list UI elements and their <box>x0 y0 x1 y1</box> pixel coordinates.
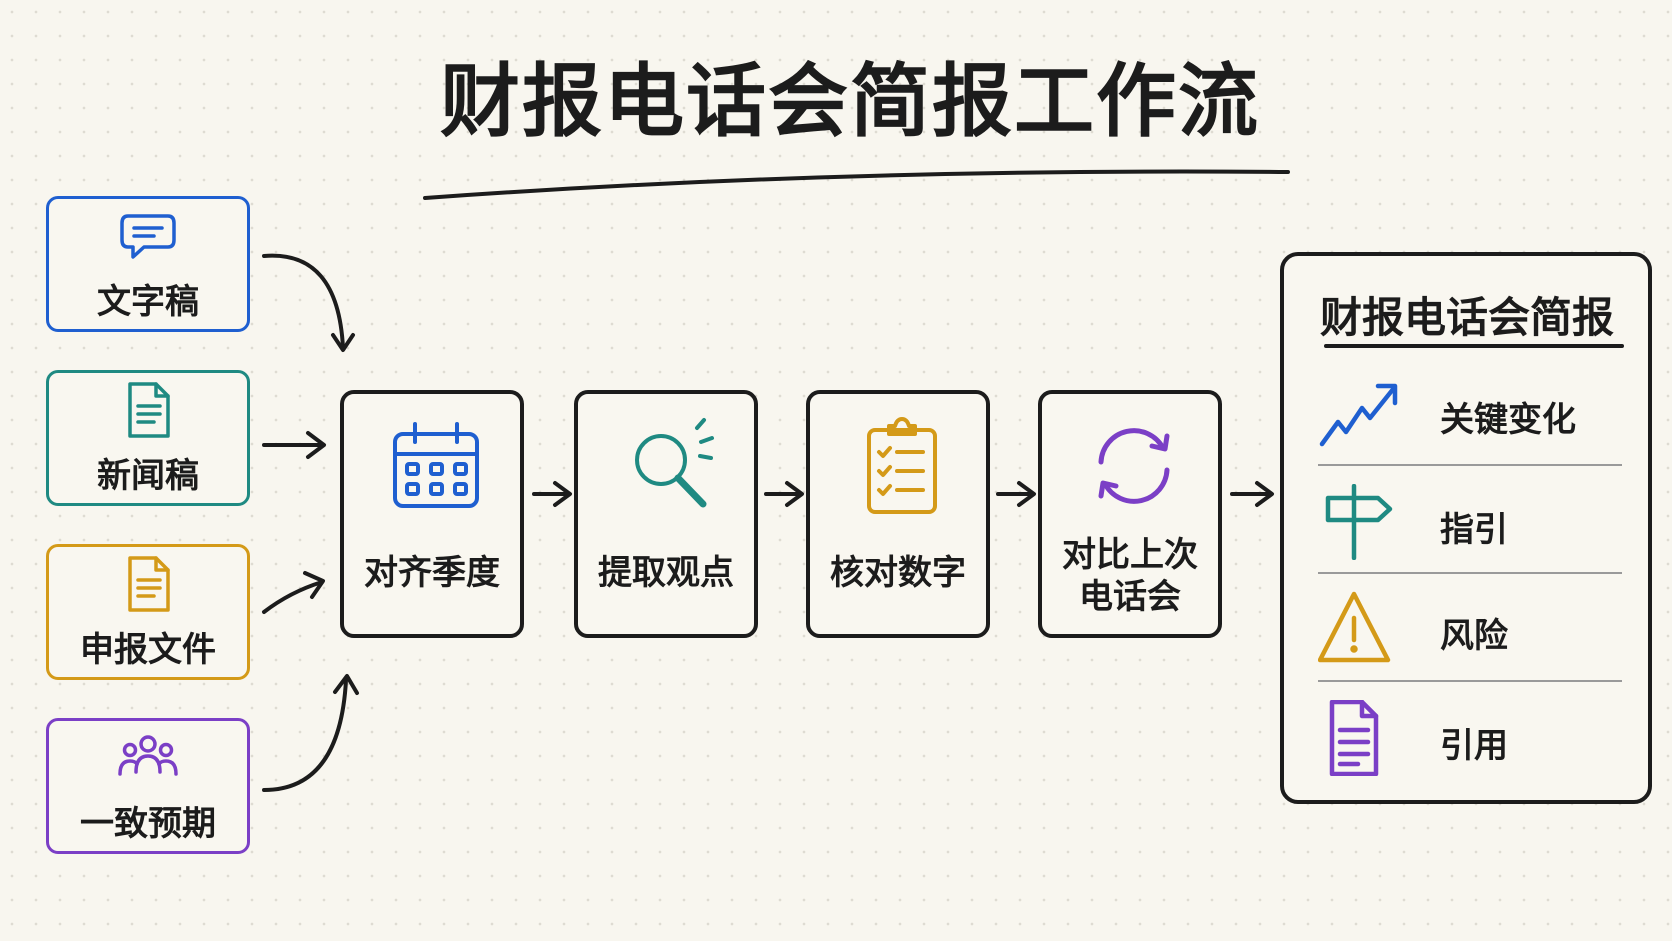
step-align-quarter-label: 对齐季度 <box>364 553 500 593</box>
title-underline <box>423 169 1290 200</box>
magnifier-icon <box>635 418 714 508</box>
input-filings: 申报文件 <box>46 544 250 680</box>
trend-up-icon <box>1319 383 1398 447</box>
input-consensus: 一致预期 <box>46 718 250 854</box>
input-transcript: 文字稿 <box>46 196 250 332</box>
output-brief-panel: 财报电话会简报 关键变化 指引 风险 引用 <box>1280 252 1652 804</box>
input-press-release: 新闻稿 <box>46 370 250 506</box>
document-icon <box>128 381 170 438</box>
output-divider <box>1318 464 1622 466</box>
clipboard-checklist-icon <box>867 417 937 514</box>
step-verify-numbers-label: 核对数字 <box>830 553 966 593</box>
step-compare-previous-line2: 电话会 <box>1079 577 1181 617</box>
arrow-verify-to-compare <box>996 481 1036 507</box>
arrow-consensus-to-align <box>262 674 359 792</box>
arrow-filings-to-align <box>262 571 325 614</box>
output-title-underline <box>1324 344 1624 348</box>
step-verify-numbers: 核对数字 <box>806 390 990 638</box>
output-item-key-changes: 关键变化 <box>1318 358 1618 458</box>
output-divider <box>1318 572 1622 574</box>
step-extract-views-label: 提取观点 <box>598 553 734 593</box>
warning-icon <box>1318 591 1391 663</box>
document-icon <box>1329 700 1379 776</box>
arrow-press-release-to-align <box>262 431 326 459</box>
people-group-icon <box>118 734 178 776</box>
refresh-cycle-icon <box>1098 428 1170 504</box>
input-filings-label: 申报文件 <box>80 629 216 670</box>
output-title: 财报电话会简报 <box>1320 293 1615 342</box>
arrow-extract-to-verify <box>764 481 804 507</box>
output-item-guidance-label: 指引 <box>1440 510 1508 550</box>
arrow-compare-to-output <box>1230 481 1274 507</box>
chat-bubble-icon <box>120 213 176 259</box>
step-extract-views: 提取观点 <box>574 390 758 638</box>
signpost-icon <box>1325 484 1393 560</box>
input-transcript-label: 文字稿 <box>97 281 199 322</box>
input-consensus-label: 一致预期 <box>80 803 216 844</box>
step-compare-previous-label: 对比上次 电话会 <box>1042 534 1218 618</box>
calendar-icon <box>393 422 479 508</box>
step-compare-previous: 对比上次 电话会 <box>1038 390 1222 638</box>
step-align-quarter: 对齐季度 <box>340 390 524 638</box>
output-divider <box>1318 680 1622 682</box>
document-icon <box>128 555 170 612</box>
output-item-citations-label: 引用 <box>1440 726 1508 766</box>
arrow-align-to-extract <box>532 481 572 507</box>
input-press-release-label: 新闻稿 <box>97 455 199 496</box>
output-item-risks: 风险 <box>1318 574 1618 674</box>
output-item-key-changes-label: 关键变化 <box>1440 400 1576 440</box>
diagram-title: 财报电话会简报工作流 <box>440 55 1260 148</box>
output-item-guidance: 指引 <box>1318 468 1618 568</box>
output-item-citations: 引用 <box>1318 684 1618 784</box>
output-item-risks-label: 风险 <box>1440 616 1508 656</box>
arrow-transcript-to-align <box>262 253 355 352</box>
step-compare-previous-line1: 对比上次 <box>1062 535 1198 575</box>
